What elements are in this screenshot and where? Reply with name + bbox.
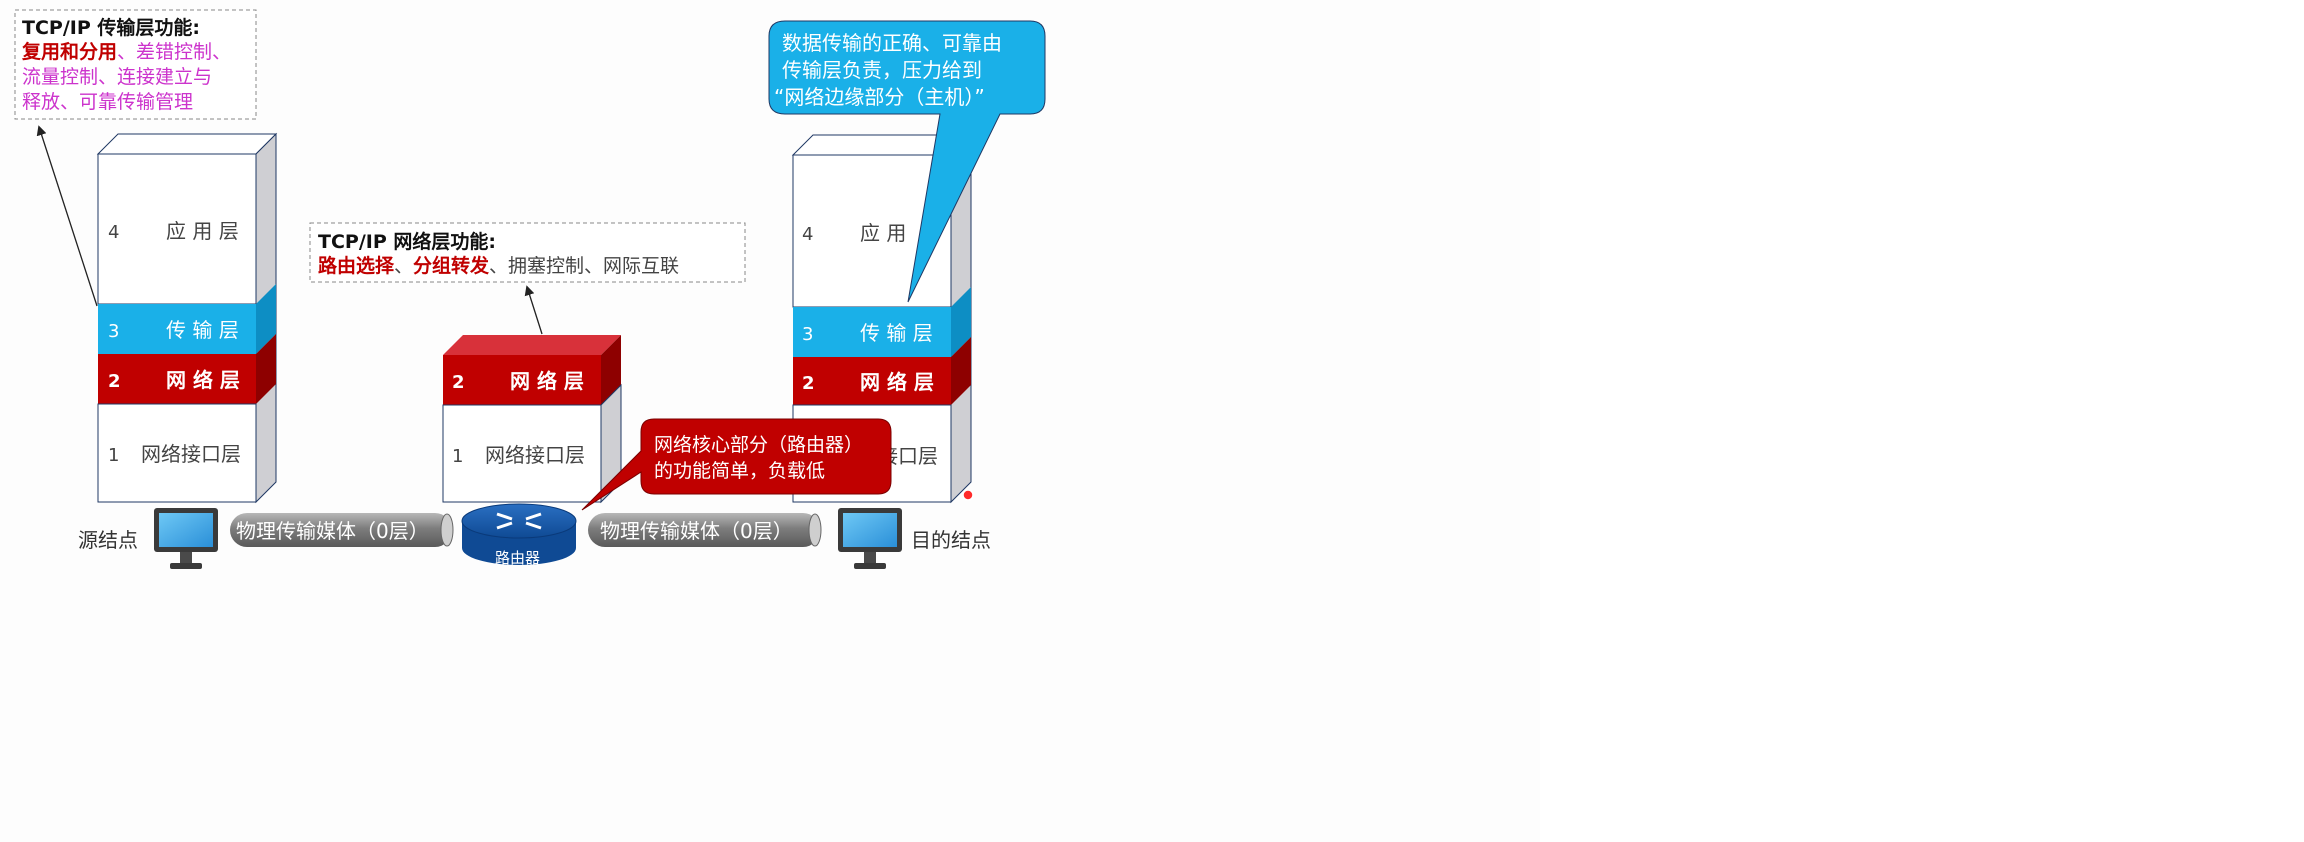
network-box-red2: 分组转发 — [413, 254, 490, 277]
left-layer4-num: 4 — [108, 222, 119, 243]
mid-layer2-label: 网 络 层 — [510, 369, 584, 393]
right-media-label: 物理传输媒体（0层） — [600, 519, 793, 543]
transport-box-line3: 释放、可靠传输管理 — [22, 91, 193, 113]
left-media-label: 物理传输媒体（0层） — [236, 519, 429, 543]
left-tube-end — [441, 514, 453, 546]
left-layer2-num: 2 — [108, 371, 121, 392]
right-layer3-label: 传 输 层 — [860, 321, 933, 345]
left-layer2-label: 网 络 层 — [166, 368, 240, 392]
router-stack: 2 网 络 层 1 网络接口层 — [443, 335, 621, 502]
network-arrow — [528, 290, 542, 334]
mid-layer1-label: 网络接口层 — [485, 443, 585, 467]
network-box-line: 路由选择、分组转发、拥塞控制、网际互联 — [318, 254, 679, 277]
dest-computer-icon — [838, 508, 902, 569]
mid-layer2-num: 2 — [452, 372, 465, 393]
router-top — [462, 504, 576, 538]
dest-monitor-neck — [864, 552, 876, 563]
transport-box-line2: 流量控制、连接建立与 — [22, 66, 212, 88]
left-host-stack: 4 应 用 层 3 传 输 层 2 网 络 层 1 网络接口层 — [98, 134, 276, 502]
right-layer4-num: 4 — [802, 224, 813, 245]
dest-monitor-base — [854, 563, 886, 569]
mid-layer1-num: 1 — [452, 446, 463, 467]
network-function-box: TCP/IP 网络层功能: 路由选择、分组转发、拥塞控制、网际互联 — [310, 223, 745, 282]
right-layer4-label: 应 用 — [860, 221, 906, 245]
blue-callout-line2: 传输层负责，压力给到 — [782, 58, 982, 82]
network-box-title: TCP/IP 网络层功能: — [318, 230, 496, 253]
dest-monitor-screen — [843, 513, 897, 547]
left-layer1-label: 网络接口层 — [141, 442, 241, 466]
blue-callout-line1: 数据传输的正确、可靠由 — [782, 31, 1002, 55]
left-stack-top-face — [98, 134, 276, 154]
pointer-dot — [963, 490, 973, 500]
source-monitor-screen — [159, 513, 213, 547]
red-callout-line2: 的功能简单，负载低 — [654, 460, 825, 482]
dest-node-label: 目的结点 — [911, 528, 991, 552]
router-icon: 路由器 — [462, 504, 576, 567]
red-callout-line1: 网络核心部分（路由器） — [654, 434, 863, 456]
left-layer3-num: 3 — [108, 321, 119, 342]
left-layer1-num: 1 — [108, 445, 119, 466]
left-media-tube: 物理传输媒体（0层） — [230, 513, 453, 547]
right-layer3-num: 3 — [802, 324, 813, 345]
mid-stack-top-face — [443, 335, 621, 355]
transport-function-box: TCP/IP 传输层功能: 复用和分用、差错控制、 流量控制、连接建立与 释放、… — [15, 10, 256, 119]
right-media-tube: 物理传输媒体（0层） — [588, 513, 821, 547]
blue-callout-line3: “网络边缘部分（主机）” — [774, 85, 985, 109]
network-box-red1: 路由选择 — [318, 254, 395, 277]
source-computer-icon — [154, 508, 218, 569]
transport-box-title: TCP/IP 传输层功能: — [22, 16, 200, 39]
source-monitor-base — [170, 563, 202, 569]
router-label: 路由器 — [495, 549, 540, 567]
transport-box-line1: 复用和分用、差错控制、 — [21, 40, 231, 63]
right-layer2-label: 网 络 层 — [860, 370, 934, 394]
right-tube-end — [809, 514, 821, 546]
osi-diagram: 4 应 用 层 3 传 输 层 2 网 络 层 1 网络接口层 2 网 络 层 … — [0, 0, 1540, 842]
network-box-rest: 、拥塞控制、网际互联 — [489, 255, 679, 277]
network-box-sep: 、 — [394, 255, 413, 277]
left-layer4-label: 应 用 层 — [166, 219, 239, 243]
transport-box-red: 复用和分用 — [21, 40, 117, 63]
slide: 4 应 用 层 3 传 输 层 2 网 络 层 1 网络接口层 2 网 络 层 … — [0, 0, 1540, 842]
right-layer2-num: 2 — [802, 373, 815, 394]
transport-box-sep: 、 — [117, 41, 136, 63]
source-monitor-neck — [180, 552, 192, 563]
transport-box-rest1: 差错控制、 — [136, 41, 231, 63]
left-layer3-label: 传 输 层 — [166, 318, 239, 342]
source-node-label: 源结点 — [78, 528, 138, 552]
transport-arrow — [40, 130, 97, 306]
